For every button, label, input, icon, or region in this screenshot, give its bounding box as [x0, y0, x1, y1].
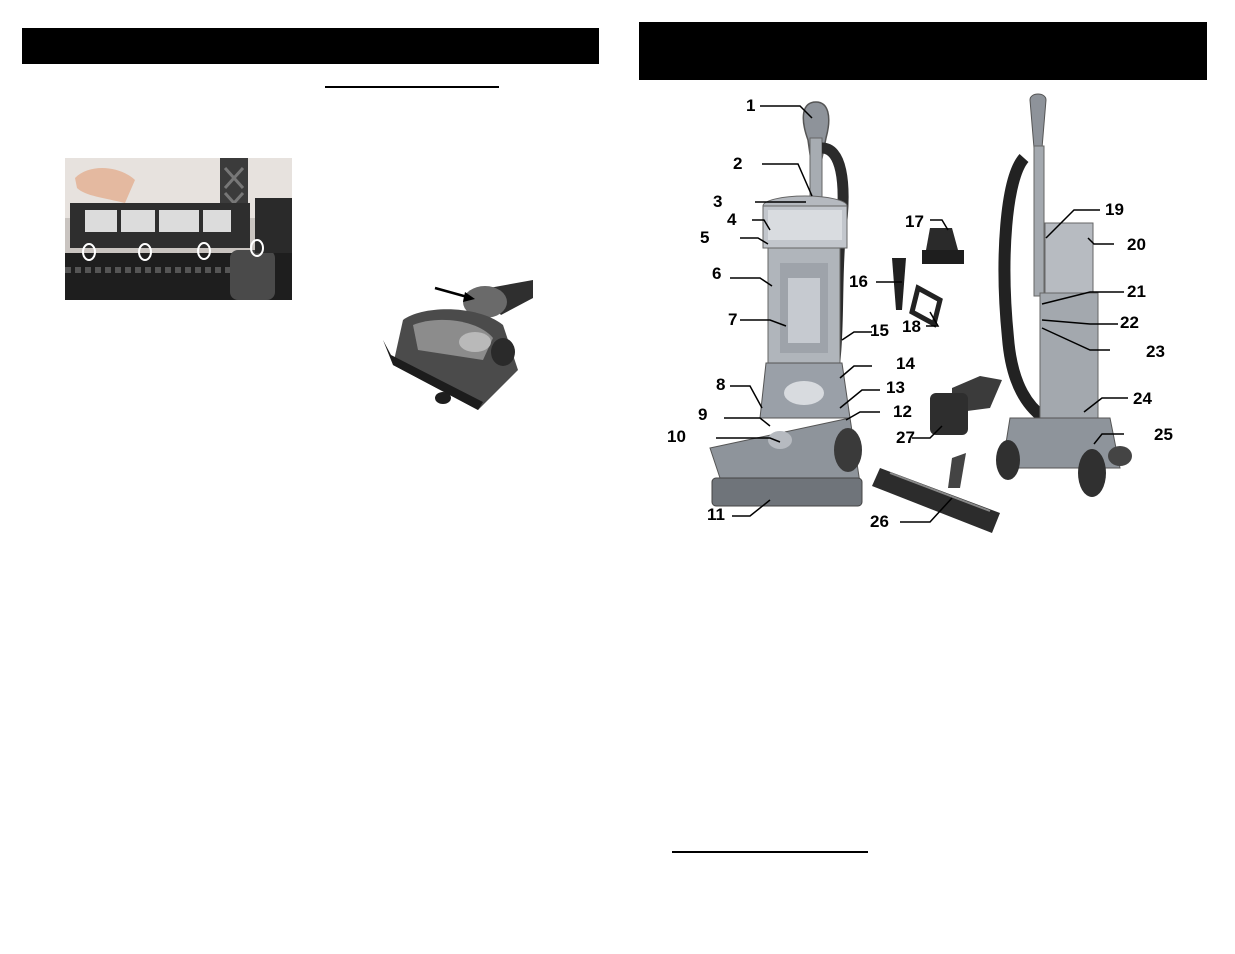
callout-22: 22	[1120, 313, 1139, 332]
callout-3: 3	[713, 192, 723, 211]
callout-24: 24	[1133, 389, 1152, 408]
callout-26: 26	[870, 512, 889, 531]
callout-13: 13	[886, 378, 905, 397]
right-footer-heading-underline	[672, 851, 868, 853]
callout-17: 17	[905, 212, 924, 231]
callout-8: 8	[716, 375, 726, 394]
callout-23: 23	[1146, 342, 1165, 361]
callout-20: 20	[1127, 235, 1146, 254]
turbo-brush-photo	[383, 280, 533, 417]
callout-1: 1	[746, 96, 756, 115]
brush-roll-photo	[65, 158, 292, 300]
callout-15: 15	[870, 321, 889, 340]
callout-10: 10	[667, 427, 686, 446]
callout-16: 16	[849, 272, 868, 291]
parts-diagram	[709, 93, 1132, 533]
callout-4: 4	[727, 210, 737, 229]
left-header-bar	[22, 28, 599, 64]
callout-18: 18	[902, 317, 921, 336]
callout-6: 6	[712, 264, 722, 283]
callout-5: 5	[700, 228, 710, 247]
callout-12: 12	[893, 402, 912, 421]
callout-25: 25	[1154, 425, 1173, 444]
right-header-bar	[639, 22, 1207, 80]
callout-11: 11	[707, 505, 725, 524]
callout-19: 19	[1105, 200, 1124, 219]
callout-21: 21	[1127, 282, 1146, 301]
left-section-heading-underline	[325, 86, 499, 88]
callout-14: 14	[896, 354, 915, 373]
callout-2: 2	[733, 154, 743, 173]
callout-9: 9	[698, 405, 708, 424]
callout-27: 27	[896, 428, 915, 447]
callout-7: 7	[728, 310, 738, 329]
